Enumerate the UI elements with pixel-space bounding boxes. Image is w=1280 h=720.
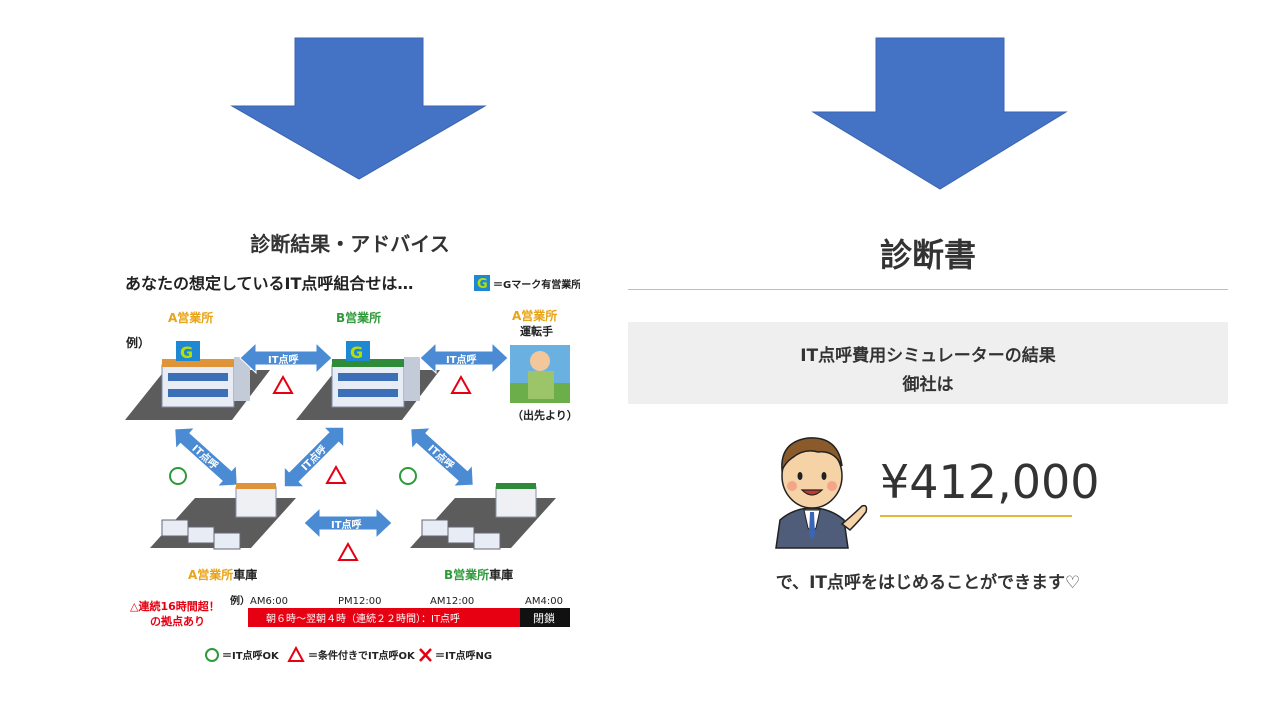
g-mark-legend-label: ＝Gマーク有営業所 xyxy=(493,278,580,291)
legend-conditional-label: ＝条件付きでIT点呼OK xyxy=(308,649,416,662)
down-arrow-left-icon xyxy=(230,37,487,180)
result-box: IT点呼費用シミュレーターの結果 御社は xyxy=(628,322,1228,404)
it-roll-call-arrow-garages: IT点呼 xyxy=(303,506,393,540)
title-divider xyxy=(628,289,1228,290)
svg-text:G: G xyxy=(180,343,193,362)
driver-note: （出先より） xyxy=(512,408,578,422)
driver-label: 運転手 xyxy=(520,324,553,338)
timeline-tick-am4: AM4:00 xyxy=(525,596,563,607)
timeline-tick-pm12: PM12:00 xyxy=(338,596,381,607)
conditional-ok-triangle-icon xyxy=(272,374,294,394)
legend-ng-label: ＝IT点呼NG xyxy=(435,649,492,662)
conditional-ok-triangle-icon xyxy=(337,541,359,561)
garage-b-label: B営業所車庫 xyxy=(444,567,513,582)
it-roll-call-diagram: あなたの想定しているIT点呼組合せは… G ＝Gマーク有営業所 A営業所 B営業… xyxy=(125,274,580,662)
businessman-avatar-icon xyxy=(775,437,868,549)
conditional-ok-triangle-icon xyxy=(325,464,347,484)
diagnosis-report-title: 診断書 xyxy=(879,236,976,274)
result-subheading: 御社は xyxy=(902,375,954,395)
result-heading: IT点呼費用シミュレーターの結果 xyxy=(800,346,1056,366)
g-mark-legend-icon: G xyxy=(474,275,490,292)
timeline-bar-text: 朝６時～翌朝４時（連続２２時間）：IT点呼 xyxy=(266,612,460,625)
svg-text:IT点呼: IT点呼 xyxy=(446,353,477,366)
closing-message: で、IT点呼をはじめることができます♡ xyxy=(775,573,1081,593)
timeline-bar xyxy=(248,608,520,627)
office-a-label: A営業所 xyxy=(168,310,213,325)
svg-text:G: G xyxy=(350,343,363,362)
svg-text:IT点呼: IT点呼 xyxy=(268,353,299,366)
it-roll-call-arrow-b-garage-a: IT点呼 xyxy=(283,426,345,488)
garage-a-label: A営業所車庫 xyxy=(188,567,257,582)
garage-a-trucks-icon xyxy=(150,483,296,550)
legend-ng-icon xyxy=(419,648,432,662)
driver-smartphone-icon xyxy=(510,345,570,403)
svg-text:G: G xyxy=(477,277,488,292)
it-roll-call-arrow-b-garage-b: IT点呼 xyxy=(410,427,474,487)
garage-b-trucks-icon xyxy=(410,483,556,550)
warning-line1: △連続16時間超！ xyxy=(130,599,220,613)
ok-circle-icon xyxy=(169,467,187,485)
it-roll-call-arrow-ab: IT点呼 xyxy=(239,341,333,375)
price-amount: ¥412,000 xyxy=(880,455,1100,509)
legend-ok-icon xyxy=(205,648,219,662)
ok-circle-icon xyxy=(399,467,417,485)
warning-line2: の拠点あり xyxy=(150,614,205,628)
svg-text:IT点呼: IT点呼 xyxy=(331,518,362,531)
it-roll-call-arrow-b-driver: IT点呼 xyxy=(419,341,509,375)
office-b-label: B営業所 xyxy=(336,310,381,325)
conditional-ok-triangle-icon xyxy=(450,374,472,394)
down-arrow-right-icon xyxy=(811,37,1068,190)
legend-ok-label: ＝IT点呼OK xyxy=(222,649,280,662)
diagnosis-advice-title: 診断結果・アドバイス xyxy=(250,232,450,256)
driver-office-label: A営業所 xyxy=(512,308,557,323)
timeline-closed xyxy=(520,608,570,627)
diagram-subtitle: あなたの想定しているIT点呼組合せは… xyxy=(125,274,413,293)
timeline-tick-am12: AM12:00 xyxy=(430,596,474,607)
example-label: 例） xyxy=(126,335,150,350)
timeline-closed-text: 閉鎖 xyxy=(533,611,555,625)
office-a-building-icon: G xyxy=(125,341,270,420)
timeline-example: 例） xyxy=(230,594,250,607)
legend-conditional-icon xyxy=(287,645,305,662)
timeline-tick-am6: AM6:00 xyxy=(250,596,288,607)
office-b-building-icon: G xyxy=(296,341,440,420)
price-underline xyxy=(880,515,1072,517)
